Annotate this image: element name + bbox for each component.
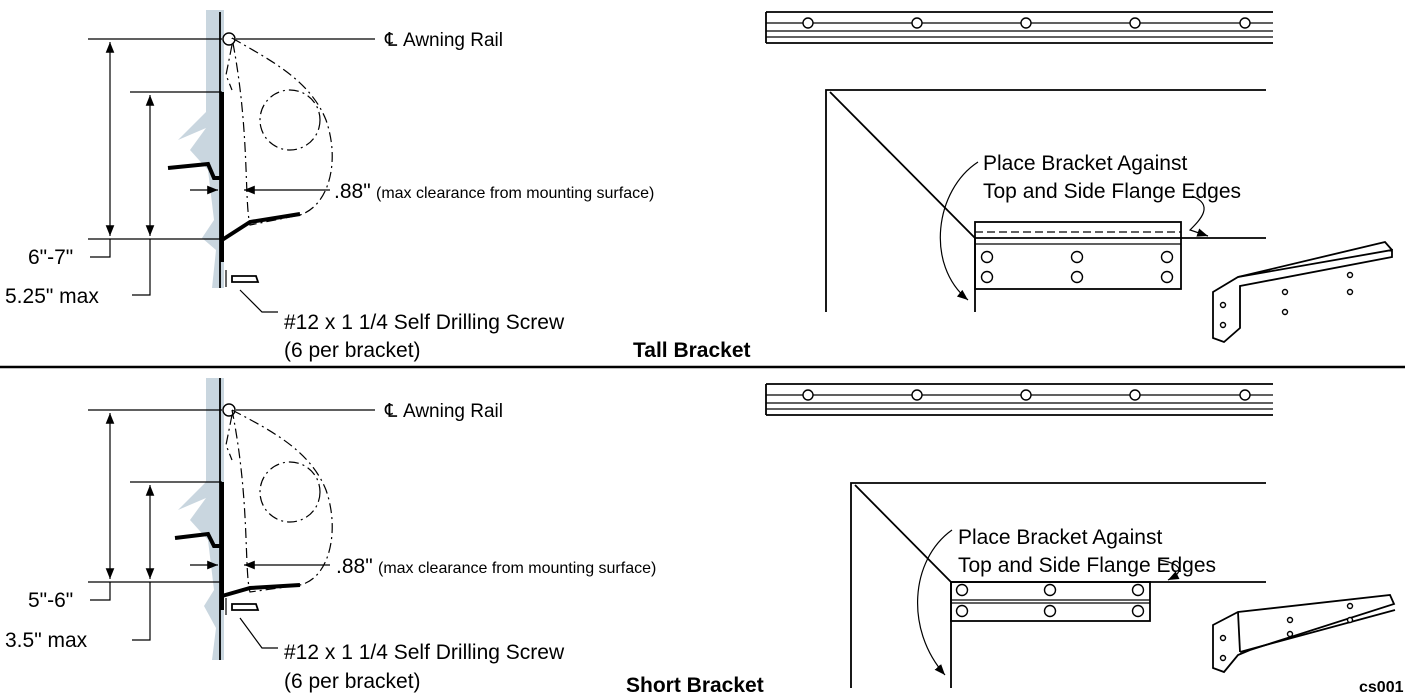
short-bracket-iso bbox=[1212, 594, 1396, 674]
rail-label: Awning Rail bbox=[403, 30, 503, 51]
awning-roll-outline bbox=[231, 37, 333, 226]
clearance-value: .88" bbox=[336, 555, 373, 578]
bracket-tab bbox=[174, 531, 222, 548]
dim-outer-label: 6"-7" bbox=[28, 246, 73, 269]
place-instruction-1: Place Bracket Against bbox=[958, 526, 1162, 549]
screw-leader bbox=[239, 289, 278, 313]
wall-section bbox=[178, 10, 224, 288]
tall-bracket-profile bbox=[220, 92, 301, 262]
short-bracket-panel: ℄ Awning Rail .88" (max clearance from m… bbox=[5, 378, 1396, 697]
rail-strip bbox=[765, 11, 1273, 44]
corner-view bbox=[850, 482, 1266, 688]
screw-count: (6 per bracket) bbox=[284, 339, 421, 362]
panel-title: Tall Bracket bbox=[633, 339, 751, 362]
panel-title: Short Bracket bbox=[626, 674, 764, 697]
dim-outer-leader bbox=[90, 582, 111, 601]
centerline-symbol: ℄ bbox=[384, 30, 398, 51]
clearance-value: .88" bbox=[334, 180, 371, 203]
dim-inner-label: 3.5" max bbox=[5, 629, 88, 652]
awning-roll-tube bbox=[259, 461, 321, 523]
awning-roll-outline bbox=[231, 409, 333, 593]
bracket-tab bbox=[167, 161, 222, 180]
drawing-code: cs001 bbox=[1359, 679, 1404, 696]
screw-icon bbox=[231, 603, 260, 611]
dim-outer-leader bbox=[90, 239, 111, 258]
corner-view bbox=[825, 89, 1266, 312]
place-instruction-2: Top and Side Flange Edges bbox=[958, 554, 1216, 577]
rail-strip bbox=[765, 383, 1273, 416]
dim-outer-label: 5"-6" bbox=[28, 589, 73, 612]
tall-bracket-panel: ℄ Awning Rail .88" (max clearance from m… bbox=[5, 10, 1393, 362]
awning-rail bbox=[222, 32, 236, 46]
place-instruction-1: Place Bracket Against bbox=[983, 152, 1187, 175]
tall-bracket-iso bbox=[1212, 240, 1393, 344]
dim-inner-leader bbox=[132, 582, 151, 641]
awning-roll-tube bbox=[259, 89, 321, 151]
dim-inner-leader bbox=[132, 239, 151, 296]
screw-icon bbox=[231, 275, 260, 283]
dim-inner-label: 5.25" max bbox=[5, 285, 99, 308]
rail-clip bbox=[225, 414, 233, 461]
wall-section bbox=[178, 378, 224, 660]
centerline-symbol: ℄ bbox=[384, 401, 398, 422]
rail-label: Awning Rail bbox=[403, 401, 503, 422]
screw-count: (6 per bracket) bbox=[284, 670, 421, 693]
clearance-note: (max clearance from mounting surface) bbox=[376, 185, 654, 202]
place-instruction-2: Top and Side Flange Edges bbox=[983, 180, 1241, 203]
screw-label: #12 x 1 1/4 Self Drilling Screw bbox=[284, 641, 565, 664]
screw-label: #12 x 1 1/4 Self Drilling Screw bbox=[284, 311, 565, 334]
rail-clip bbox=[225, 44, 233, 91]
clearance-note: (max clearance from mounting surface) bbox=[378, 560, 656, 577]
screw-leader bbox=[239, 617, 278, 649]
